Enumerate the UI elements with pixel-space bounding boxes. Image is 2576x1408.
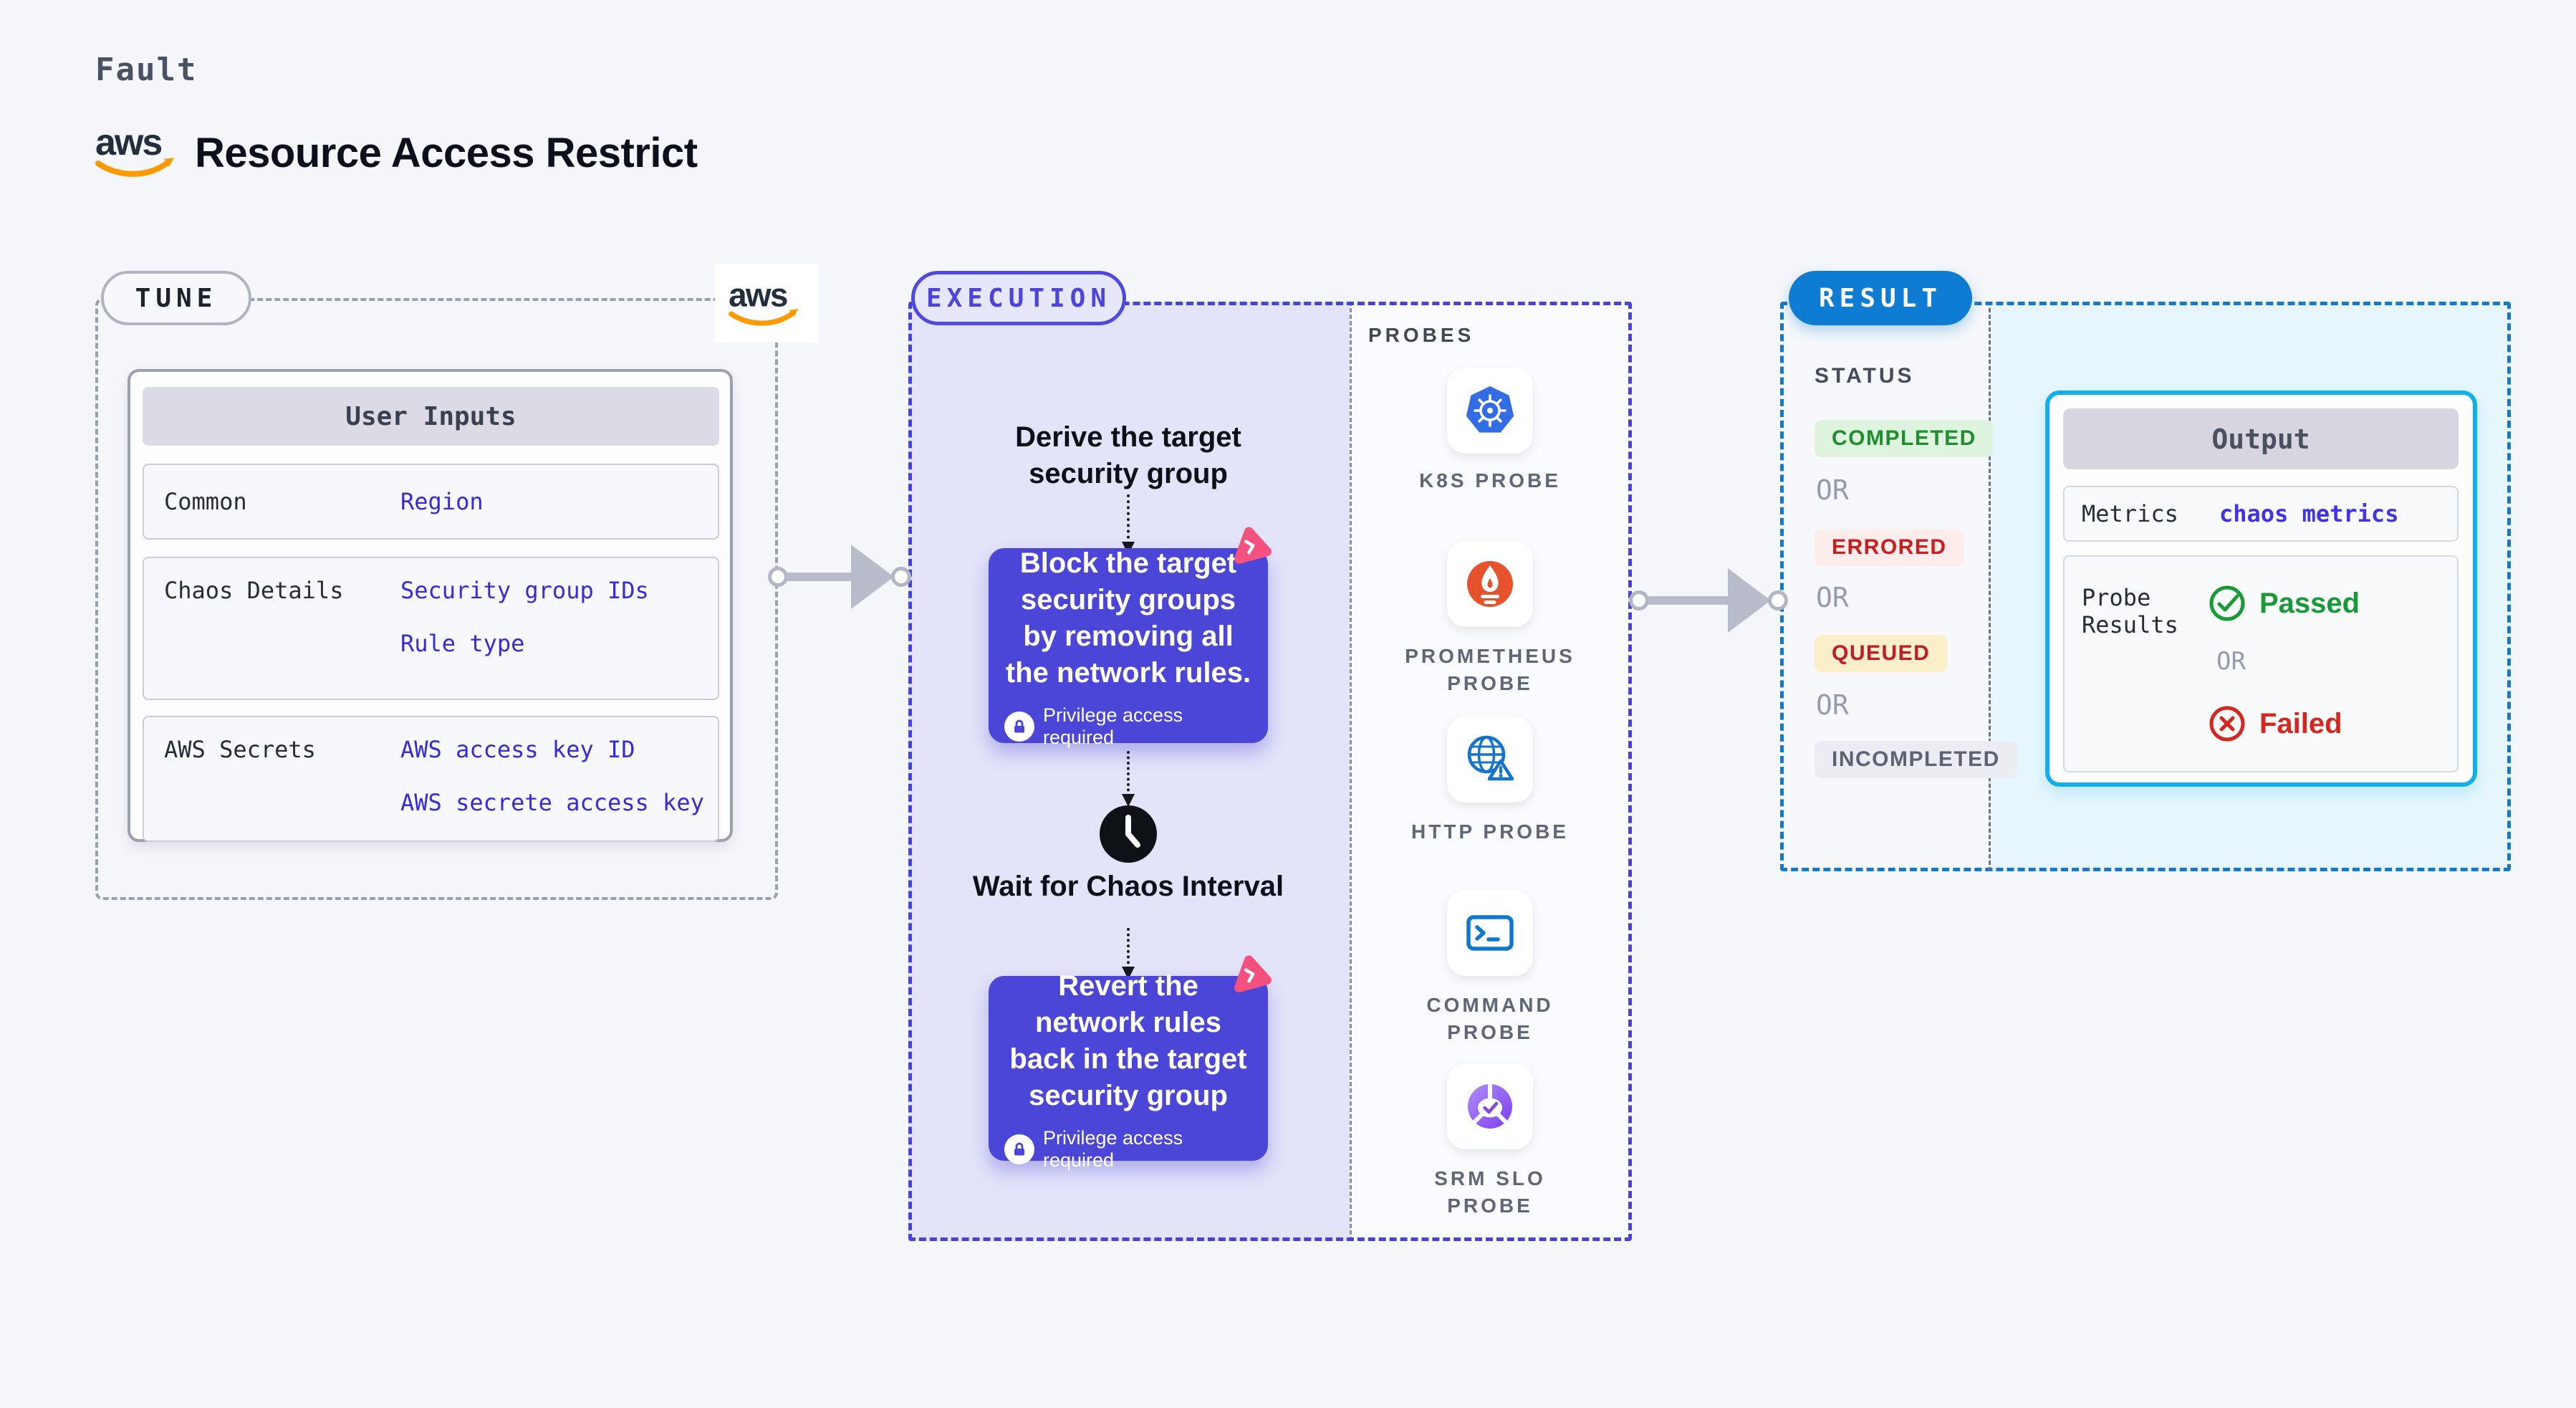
lock-icon — [1004, 711, 1034, 742]
privilege-note: Privilege access required — [1004, 1127, 1252, 1172]
probe-card-prometheus — [1447, 541, 1533, 627]
probe-label: SRM SLO PROBE — [1434, 1167, 1546, 1217]
clock-icon — [1100, 805, 1157, 863]
row-value: Rule type — [400, 630, 525, 657]
output-metrics-row: Metrics chaos metrics — [2063, 486, 2459, 542]
row-value: AWS secrete access key — [400, 789, 704, 816]
aws-logo: aws — [95, 122, 174, 177]
metrics-label: Metrics — [2082, 500, 2178, 527]
result-badge: RESULT — [1789, 271, 1972, 325]
chaos-icon — [1234, 955, 1272, 992]
page-title: Resource Access Restrict — [195, 130, 698, 176]
probe-label: K8S PROBE — [1419, 469, 1561, 492]
table-row: AWS Secrets AWS access key ID AWS secret… — [143, 716, 719, 842]
probe-label: HTTP PROBE — [1411, 820, 1569, 843]
output-probe-results-row: Probe Results Passed OR Failed — [2063, 555, 2459, 772]
status-badge-completed: COMPLETED — [1815, 420, 1994, 457]
arrow-head — [851, 545, 894, 609]
aws-corner-patch: aws — [715, 264, 819, 343]
aws-logo: aws — [729, 276, 798, 326]
execution-section-border — [908, 302, 1632, 1241]
srm-slo-icon — [1468, 1084, 1512, 1129]
arrow-start-dot — [768, 567, 788, 587]
row-label: Chaos Details — [164, 577, 344, 604]
status-badge-incompleted: INCOMPLETED — [1815, 741, 2017, 778]
flow-arrow-right-icon — [768, 545, 911, 609]
probe-card-k8s — [1447, 368, 1533, 454]
down-arrow-icon — [1122, 494, 1135, 555]
step-block-text: Block the target security groups by remo… — [1005, 547, 1251, 689]
probe-card-srm-slo — [1447, 1063, 1533, 1149]
row-value: Security group IDs — [400, 577, 649, 604]
privilege-note-text: Privilege access required — [1043, 704, 1183, 748]
row-label: Common — [164, 488, 247, 515]
down-arrow-icon — [1122, 751, 1135, 807]
flow-arrow-right-icon — [1629, 568, 1788, 633]
probe-card-http — [1447, 717, 1533, 803]
step-wait-label: Wait for Chaos Interval — [972, 871, 1284, 902]
http-globe-icon — [1467, 735, 1514, 781]
terminal-icon — [1466, 915, 1514, 951]
result-section-border — [1780, 302, 2511, 871]
step-revert-text: Revert the network rules back in the tar… — [1009, 970, 1247, 1111]
row-value: Region — [400, 488, 484, 515]
privilege-note: Privilege access required — [1004, 704, 1252, 749]
arrow-end-dot — [891, 567, 911, 587]
step-derive-label: Derive the target security group — [1015, 421, 1241, 490]
status-output-divider — [1989, 308, 1991, 871]
prometheus-icon — [1467, 561, 1513, 607]
arrow-shaft — [1648, 596, 1729, 605]
svg-text:aws: aws — [95, 122, 161, 163]
privilege-note-text: Privilege access required — [1043, 1126, 1183, 1171]
tune-section-border — [95, 298, 778, 900]
status-badge-queued: QUEUED — [1815, 635, 1948, 672]
probe-label: PROMETHEUS PROBE — [1405, 645, 1575, 694]
or-label: OR — [2216, 647, 2246, 676]
user-inputs-header: User Inputs — [143, 387, 719, 446]
probe-label: COMMAND PROBE — [1426, 994, 1554, 1043]
table-row: Common Region — [143, 464, 719, 540]
fault-kicker: Fault — [95, 52, 198, 88]
failed-label: Failed — [2259, 707, 2342, 739]
lock-icon — [1004, 1134, 1034, 1164]
status-title: STATUS — [1815, 364, 1915, 388]
arrow-shaft — [787, 573, 852, 581]
metrics-value: chaos metrics — [2219, 500, 2399, 527]
chaos-icon — [1234, 527, 1272, 564]
check-circle-icon — [2209, 585, 2245, 621]
arrow-end-dot — [1768, 590, 1788, 610]
down-arrow-icon — [1122, 928, 1135, 980]
probes-title: PROBES — [1368, 324, 1475, 346]
arrow-start-dot — [1629, 590, 1649, 610]
probe-card-command — [1447, 890, 1533, 976]
status-badge-errored: ERRORED — [1815, 529, 1964, 566]
arrow-head — [1728, 568, 1771, 633]
row-label: AWS Secrets — [164, 736, 316, 763]
row-value: AWS access key ID — [400, 736, 635, 763]
or-label: OR — [1816, 474, 1849, 506]
x-circle-icon — [2209, 706, 2245, 742]
output-header: Output — [2063, 408, 2459, 469]
tune-badge: TUNE — [101, 271, 251, 325]
kubernetes-icon — [1466, 386, 1514, 433]
or-label: OR — [1816, 689, 1849, 721]
probe-results-label: Probe Results — [2082, 584, 2178, 638]
execution-badge: EXECUTION — [911, 271, 1126, 325]
passed-label: Passed — [2259, 587, 2360, 619]
table-row: Chaos Details Security group IDs Rule ty… — [143, 557, 719, 700]
step-revert-box: Revert the network rules back in the tar… — [989, 970, 1268, 1171]
or-label: OR — [1816, 582, 1849, 613]
step-block-box: Block the target security groups by remo… — [989, 547, 1268, 748]
svg-text:aws: aws — [729, 276, 787, 313]
